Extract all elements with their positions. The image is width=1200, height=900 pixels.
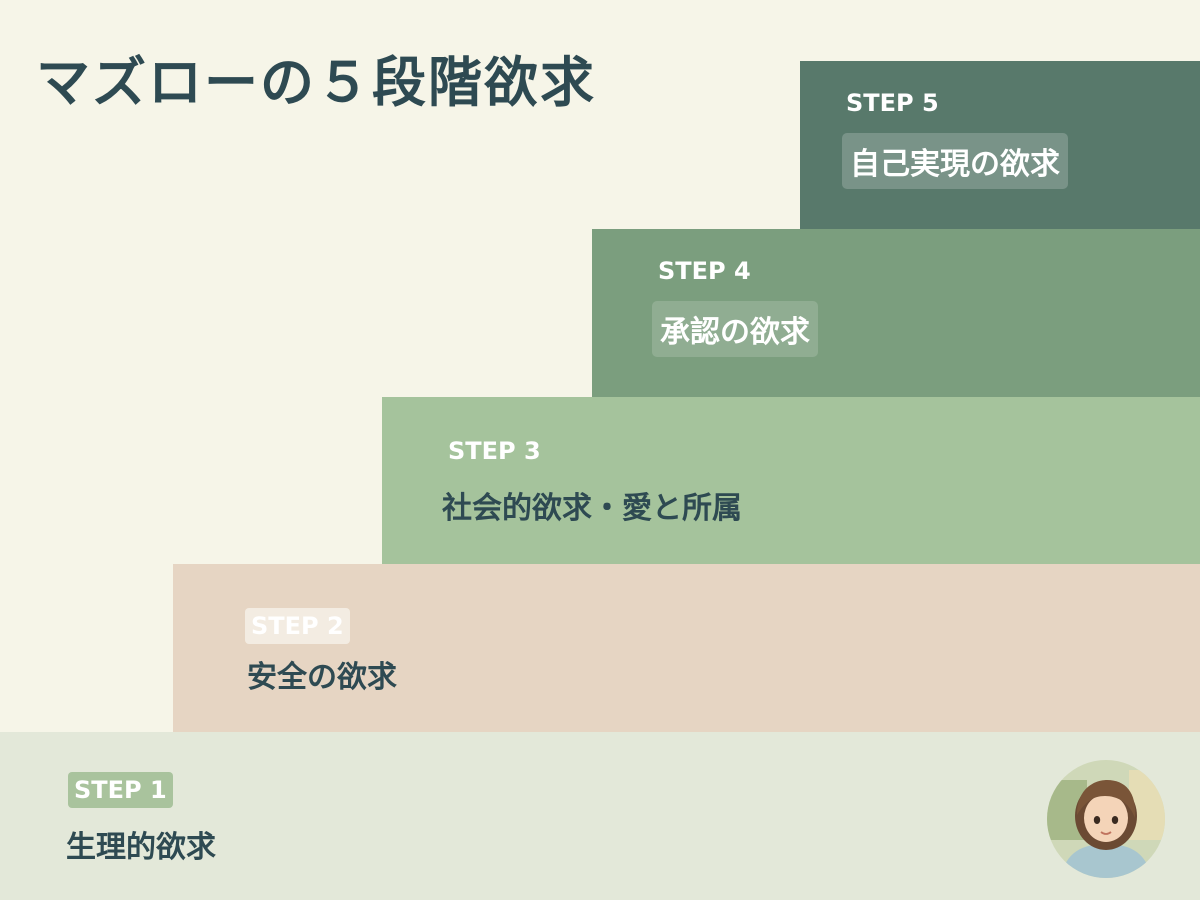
step-2-block: STEP 2 安全の欲求	[173, 564, 1200, 732]
step-4-label: STEP 4	[658, 257, 751, 285]
step-2-label: STEP 2	[245, 608, 350, 644]
step-3-label: STEP 3	[448, 437, 541, 465]
avatar-face	[1084, 794, 1128, 842]
avatar-shirt	[1061, 844, 1151, 878]
page-title: マズローの５段階欲求	[36, 51, 596, 114]
step-5-block: STEP 5 自己実現の欲求	[800, 61, 1200, 229]
step-2-name: 安全の欲求	[247, 660, 397, 695]
avatar-eye-left	[1093, 816, 1101, 824]
avatar-mouth	[1100, 831, 1112, 835]
step-3-block: STEP 3 社会的欲求・愛と所属	[382, 397, 1200, 564]
step-1-label: STEP 1	[68, 772, 173, 808]
woman-avatar-icon	[1047, 760, 1165, 878]
step-3-name: 社会的欲求・愛と所属	[442, 491, 742, 526]
avatar-eye-right	[1111, 816, 1119, 824]
avatar-illustration	[1047, 760, 1165, 878]
step-1-block: STEP 1 生理的欲求	[0, 732, 1200, 900]
avatar-bangs	[1077, 780, 1136, 818]
step-5-name: 自己実現の欲求	[842, 133, 1068, 189]
step-1-name: 生理的欲求	[66, 830, 216, 865]
step-4-name: 承認の欲求	[652, 301, 818, 357]
step-5-label: STEP 5	[846, 89, 939, 117]
step-4-block: STEP 4 承認の欲求	[592, 229, 1200, 397]
